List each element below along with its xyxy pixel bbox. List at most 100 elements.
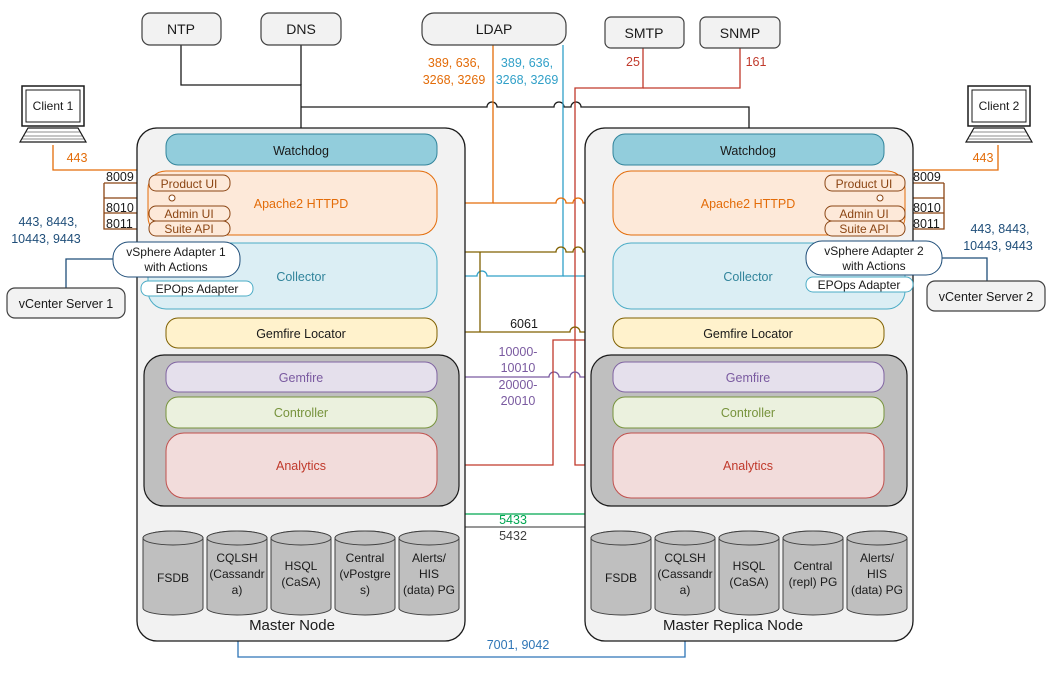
ntp-label: NTP <box>167 21 195 37</box>
database-label: a) <box>232 583 243 597</box>
client1: Client 1 <box>18 85 88 143</box>
middle-port-labels: 6061 10000- 10010 20000- 20010 5433 5432… <box>487 317 550 652</box>
connector-dot <box>876 194 884 202</box>
gemfire-locator-label: Gemfire Locator <box>256 327 346 341</box>
vcenter1-line <box>65 258 113 288</box>
database-label: (CaSA) <box>729 575 768 589</box>
vsphere-adapter-2 <box>805 240 943 276</box>
smtp-server: SMTP <box>604 16 685 49</box>
analytics-label: Analytics <box>276 459 326 473</box>
product-ui <box>824 174 906 192</box>
keyboard-icon <box>18 127 88 143</box>
vsphere-adapter-1-line1: vSphere Adapter 1 <box>126 245 226 259</box>
database-label: FSDB <box>157 571 189 585</box>
watchdog-label: Watchdog <box>273 144 329 158</box>
port-8009-left: 8009 <box>106 170 134 184</box>
port-8010-right: 8010 <box>913 201 941 215</box>
database-label: Alerts/ <box>412 551 447 565</box>
vsphere-adapter-2-line1: vSphere Adapter 2 <box>824 244 924 258</box>
gemfire-label: Gemfire <box>279 371 324 385</box>
port-8009-right: 8009 <box>913 170 941 184</box>
database-group: FSDBCQLSH(Cassandra)HSQL(CaSA)Central(re… <box>590 530 908 616</box>
vsphere-adapter-2-line2: with Actions <box>841 259 905 273</box>
database-label: FSDB <box>605 571 637 585</box>
database-label: (data) PG <box>851 583 903 597</box>
database-label: a) <box>680 583 691 597</box>
product-ui <box>148 174 231 192</box>
pg-5433-port: 5433 <box>499 513 527 527</box>
admin-ui-label: Admin UI <box>164 207 213 221</box>
database-label: CQLSH <box>216 551 257 565</box>
database-label: (vPostgre <box>339 567 391 581</box>
black-bus <box>301 101 750 128</box>
snmp-line <box>643 48 741 89</box>
cassandra-port: 7001, 9042 <box>487 638 550 652</box>
gemfire <box>165 361 438 393</box>
smtp-port: 25 <box>626 55 640 69</box>
controller-label: Controller <box>721 406 775 420</box>
database-cylinder: FSDB <box>142 530 204 616</box>
database-label: (Cassandr <box>209 567 264 581</box>
gemfire-link <box>438 371 613 378</box>
apache-port-labels: 8009 8010 8011 8009 8010 8011 <box>106 170 941 231</box>
client2-label: Client 2 <box>979 99 1020 113</box>
database-label: (CaSA) <box>281 575 320 589</box>
apache-link <box>493 197 613 204</box>
gemfire-locator-label: Gemfire Locator <box>703 327 793 341</box>
database-label: Alerts/ <box>860 551 895 565</box>
external-port-labels: 389, 636, 3268, 3269 389, 636, 3268, 326… <box>423 55 767 87</box>
watchdog-label: Watchdog <box>720 144 776 158</box>
vcenter2-ports-2: 10443, 9443 <box>963 239 1033 253</box>
database-label: (repl) PG <box>789 575 838 589</box>
ldap-ports-right-1: 389, 636, <box>501 56 553 70</box>
epops-adapter-label: EPOps Adapter <box>818 278 901 292</box>
master-node: Watchdog Apache2 HTTPD Product UI Admin … <box>112 127 466 642</box>
vsphere-adapter-1-line2: with Actions <box>143 260 207 274</box>
product-ui-label: Product UI <box>161 177 218 191</box>
collector-link <box>438 246 613 253</box>
database-label: (data) PG <box>403 583 455 597</box>
client1-label: Client 1 <box>33 99 74 113</box>
suite-api-label: Suite API <box>164 222 213 236</box>
suite-api <box>824 220 906 237</box>
client1-port: 443 <box>67 151 88 165</box>
port-8011-right: 8011 <box>913 217 940 231</box>
suite-api-label: Suite API <box>839 222 888 236</box>
locator-link <box>438 326 613 333</box>
database-label: HIS <box>419 567 439 581</box>
apache-label: Apache2 HTTPD <box>254 197 348 211</box>
database-label: Central <box>346 551 385 565</box>
ntp-server: NTP <box>141 12 222 46</box>
vsphere-adapter-1 <box>112 241 241 278</box>
vcenter2-label: vCenter Server 2 <box>939 290 1034 304</box>
ldap-ports-left-2: 3268, 3269 <box>423 73 486 87</box>
product-ui-label: Product UI <box>836 177 893 191</box>
apache-label: Apache2 HTTPD <box>701 197 795 211</box>
analytics <box>612 432 885 499</box>
vcenter1-ports-1: 443, 8443, <box>18 215 77 229</box>
ntp-line <box>180 45 302 128</box>
vcenter-port-labels: 443, 8443, 10443, 9443 443, 8443, 10443,… <box>11 215 1033 253</box>
vcenter1-ports-2: 10443, 9443 <box>11 232 81 246</box>
database-cylinder: FSDB <box>590 530 652 616</box>
master-node-label: Master Node <box>249 617 335 634</box>
database-cylinder: CQLSH (Cassandr a) <box>654 530 716 616</box>
epops-adapter <box>805 276 914 293</box>
ldap-line-blue <box>438 45 564 277</box>
external-services: NTP DNS LDAP SMTP SNMP <box>141 12 781 49</box>
snmp-label: SNMP <box>720 25 760 41</box>
dns-label: DNS <box>286 21 316 37</box>
gemfire-port-1: 10000- <box>499 345 538 359</box>
database-label: HSQL <box>285 559 318 573</box>
controller <box>612 396 885 429</box>
vcenter2-ports-1: 443, 8443, <box>970 222 1029 236</box>
database-cylinder: Alerts/HIS(data) PG <box>846 530 908 616</box>
database-label: (Cassandr <box>657 567 712 581</box>
controller <box>165 396 438 429</box>
analytics-label: Analytics <box>723 459 773 473</box>
epops-adapter <box>140 280 254 297</box>
smtp-label: SMTP <box>625 25 664 41</box>
database-label: CQLSH <box>664 551 705 565</box>
epops-adapter-label: EPOps Adapter <box>156 282 239 296</box>
